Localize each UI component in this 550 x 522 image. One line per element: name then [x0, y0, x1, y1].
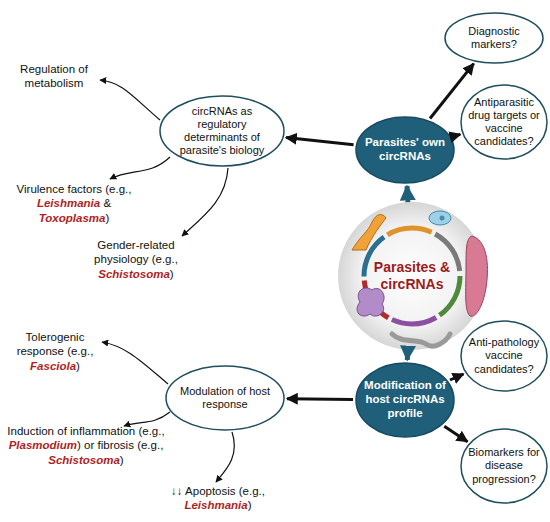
- flow-arrow: [450, 374, 464, 380]
- oval-label: Diagnostic markers?: [452, 25, 536, 51]
- species-name: Leishmania: [37, 197, 100, 209]
- outcome-oval: Modulation of host response: [165, 365, 285, 431]
- protozoan-icon: [429, 211, 451, 225]
- hub-circle: Parasites & circRNAs: [340, 204, 484, 348]
- oval-shape: [445, 13, 543, 63]
- species-name: Schistosoma: [98, 268, 170, 280]
- oval-label: Parasites' own circRNAs: [360, 136, 450, 164]
- oval-shape: [461, 321, 547, 391]
- oval-shape: [166, 366, 284, 430]
- oval-shape: [461, 429, 547, 503]
- outcome-oval: Antiparasitic drug targets or vaccine ca…: [460, 84, 548, 160]
- annotation-text: Regulation of metabolism: [8, 62, 100, 91]
- flow-arrow: [287, 397, 353, 401]
- worm-icon: [392, 334, 450, 346]
- outcome-oval: Anti-pathology vaccine candidates?: [460, 320, 548, 392]
- annotation-text: Tolerogenic response (e.g., Fasciola): [6, 330, 104, 373]
- leader-line: [124, 412, 170, 426]
- leader-line: [102, 342, 168, 384]
- flow-arrow: [405, 186, 411, 202]
- category-oval: Parasites' own circRNAs: [355, 116, 455, 184]
- flow-arrow: [444, 426, 467, 442]
- oval-shape: [356, 117, 454, 183]
- species-name: Fasciola: [30, 360, 76, 372]
- hub-background: [338, 202, 486, 350]
- annotation-text: ↓↓ Apoptosis (e.g., Leishmania): [166, 484, 270, 513]
- oval-label: Biomarkers for disease progression?: [465, 446, 543, 486]
- flow-arrow: [453, 134, 460, 136]
- species-name: Schistosoma: [48, 454, 120, 466]
- outcome-oval: Biomarkers for disease progression?: [460, 428, 548, 504]
- annotation-text: Gender-related physiology (e.g., Schisto…: [74, 238, 198, 281]
- oval-label: Anti-pathology vaccine candidates?: [465, 336, 543, 376]
- flow-arrow: [286, 138, 354, 145]
- oval-label: Modification of host circRNAs profile: [360, 379, 450, 420]
- outcome-oval: Diagnostic markers?: [444, 12, 544, 64]
- outcome-oval: circRNAs as regulatory determinants of p…: [159, 95, 285, 167]
- leader-line: [110, 157, 170, 179]
- oval-shape: [356, 363, 454, 437]
- category-oval: Modification of host circRNAs profile: [355, 362, 455, 438]
- species-name: Plasmodium: [9, 439, 77, 451]
- flow-arrow: [405, 350, 411, 360]
- hub-title: Parasites & circRNAs: [370, 259, 454, 293]
- oval-label: Antiparasitic drug targets or vaccine ca…: [466, 96, 542, 149]
- leader-line: [182, 168, 228, 236]
- trypanosome-icon: [352, 215, 386, 250]
- annotation-text: Induction of inflammation (e.g., Plasmod…: [4, 424, 168, 467]
- annotation-text: Virulence factors (e.g., Leishmania & To…: [4, 182, 144, 225]
- amoeba-icon: [357, 288, 384, 316]
- protozoan-nucleus: [440, 216, 445, 221]
- species-name: Leishmania: [184, 499, 247, 511]
- oval-shape: [160, 96, 284, 166]
- species-name: Toxoplasma: [39, 212, 106, 224]
- fluke-icon: [466, 236, 488, 316]
- oval-shape: [461, 85, 547, 159]
- leader-line: [216, 432, 234, 482]
- oval-label: circRNAs as regulatory determinants of p…: [169, 105, 275, 158]
- oval-label: Modulation of host response: [177, 385, 273, 411]
- leader-line: [100, 80, 160, 120]
